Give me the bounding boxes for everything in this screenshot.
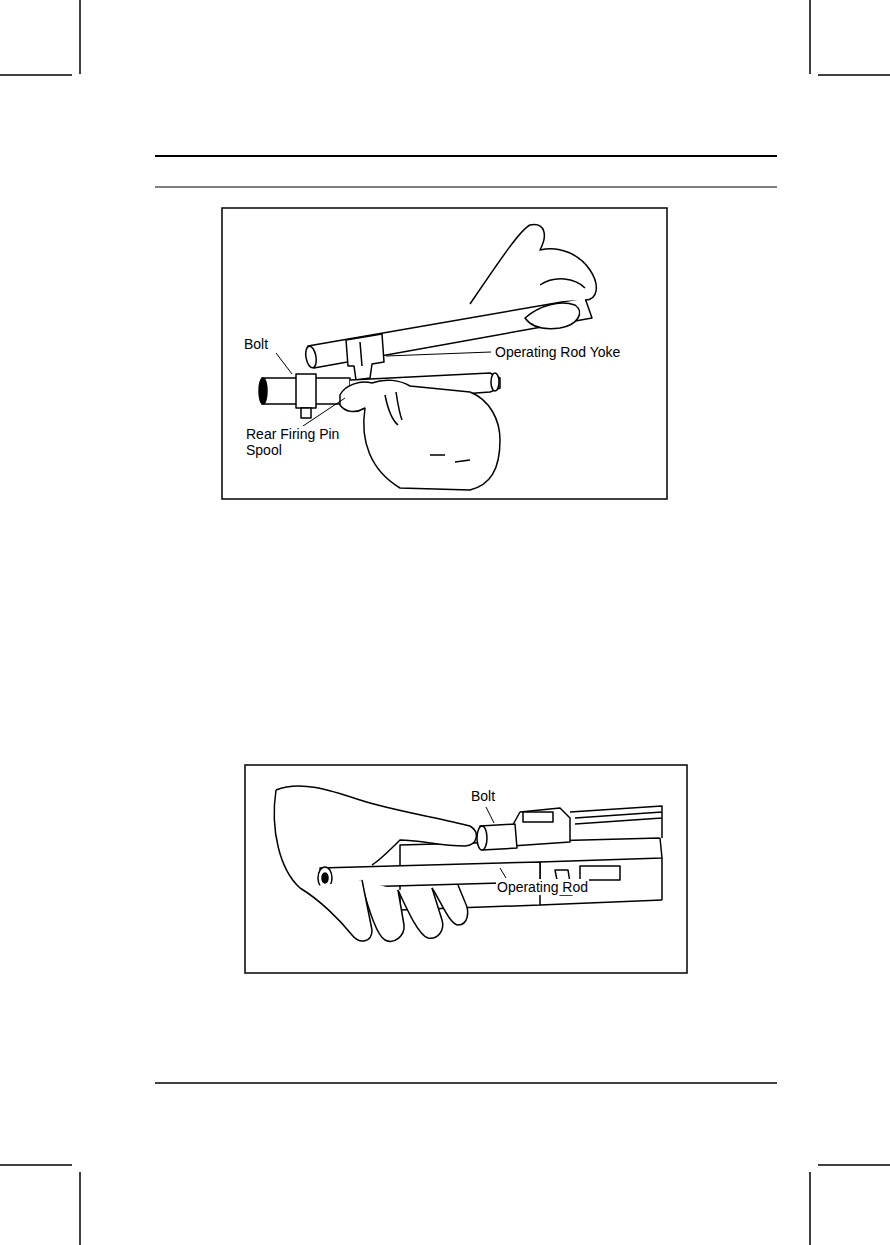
figure-frame bbox=[222, 208, 667, 499]
part-label: Operating Rod bbox=[496, 879, 589, 895]
part-label: Bolt bbox=[243, 336, 269, 352]
part-label: Rear Firing Pin Spool bbox=[245, 426, 347, 458]
header-rule bbox=[155, 187, 777, 188]
header-rule bbox=[155, 155, 777, 157]
part-label: Bolt bbox=[470, 788, 496, 804]
part-label: Operating Rod Yoke bbox=[494, 344, 621, 360]
footer-rule bbox=[155, 1082, 777, 1084]
figure-frame bbox=[245, 765, 687, 973]
receiver-assembly-illustration bbox=[274, 786, 662, 941]
